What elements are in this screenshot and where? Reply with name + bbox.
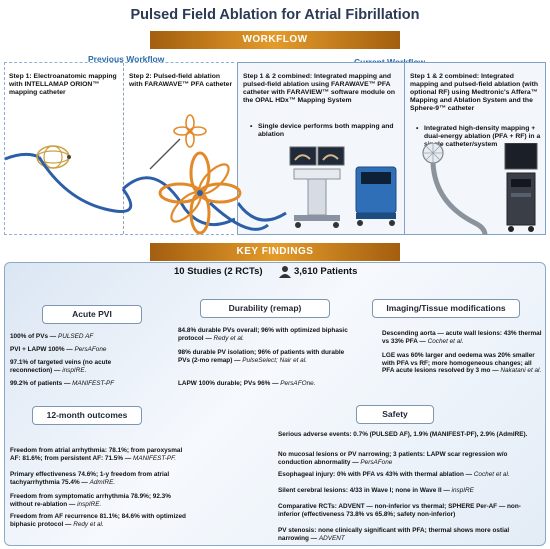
- system-divider: [404, 63, 405, 234]
- step-divider: [123, 63, 124, 234]
- acute-pvi-item-4: 99.2% of patients — MANIFEST-PF: [10, 380, 115, 387]
- current-step-affera-text: Step 1 & 2 combined: Integrated mapping …: [410, 73, 539, 112]
- acute-pvi-item-2: PVI + LAPW 100% — PersAFone: [10, 346, 107, 353]
- key-findings-banner: KEY FINDINGS: [150, 243, 400, 261]
- page-title: Pulsed Field Ablation for Atrial Fibrill…: [130, 7, 420, 23]
- patients-icon: [279, 266, 291, 278]
- affera-console-icon: [504, 143, 538, 232]
- current-step-opal-bullet: Single device performs both mapping and …: [250, 123, 400, 139]
- patients-count: 3,610 Patients: [294, 266, 358, 277]
- safety-item-2: No mucosal lesions or PV narrowing; 3 pa…: [278, 451, 508, 466]
- imaging-item-1: Descending aorta — acute wall lesions: 4…: [382, 330, 542, 345]
- current-workflow-panel: Step 1 & 2 combined: Integrated mapping …: [237, 62, 546, 235]
- opal-mapping-cart-icon: [289, 146, 345, 228]
- orion-mapping-catheter-icon: [5, 145, 133, 213]
- outcomes-item-2: Primary effectiveness 74.6%; 1-y freedom…: [10, 471, 170, 486]
- outcomes-item-4: Freedom from AF recurrence 81.1%; 84.6% …: [10, 513, 186, 528]
- durability-item-1: 84.8% durable PVs overall; 96% with opti…: [178, 327, 348, 342]
- safety-card: Safety: [356, 405, 434, 424]
- outcomes-card: 12-month outcomes: [32, 406, 142, 425]
- previous-workflow-label: Previous Workflow: [88, 54, 165, 64]
- current-step-affera-bullet: Integrated high-density mapping + dual-e…: [416, 125, 544, 149]
- previous-workflow-illustration: [5, 114, 235, 227]
- outcomes-item-3: Freedom from symptomatic arrhythmia 78.9…: [10, 493, 171, 508]
- affera-system-illustration: [422, 143, 538, 235]
- safety-item-6: PV stenosis: none clinically significant…: [278, 527, 510, 542]
- opal-system-illustration: [238, 146, 397, 228]
- imaging-item-2: LGE was 60% larger and oedema was 20% sm…: [382, 352, 542, 375]
- workflow-banner: WORKFLOW: [150, 31, 400, 49]
- current-step-opal-text: Step 1 & 2 combined: Integrated mapping …: [243, 73, 396, 104]
- imaging-card: Imaging/Tissue modifications: [372, 299, 520, 318]
- prev-step-1-text: Step 1: Electroanatomic mapping with INT…: [9, 73, 117, 96]
- safety-item-4: Silent cerebral lesions: 4/33 in Wave I;…: [278, 487, 474, 494]
- sphere-9-catheter-icon: [422, 143, 488, 235]
- durability-card: Durability (remap): [200, 299, 330, 318]
- safety-item-3: Esophageal injury: 0% with PFA vs 43% wi…: [278, 471, 510, 478]
- studies-count: 10 Studies (2 RCTs): [174, 266, 263, 277]
- previous-workflow-panel: Step 1: Electroanatomic mapping with INT…: [4, 62, 235, 235]
- acute-pvi-item-3: 97.1% of targeted veins (no acute reconn…: [10, 359, 112, 374]
- pfa-generator-icon: [355, 166, 397, 226]
- durability-item-2: 98% durable PV isolation; 96% of patient…: [178, 349, 345, 364]
- study-stats: 10 Studies (2 RCTs) 3,610 Patients: [174, 266, 374, 286]
- acute-pvi-item-1: 100% of PVs — PULSED AF: [10, 333, 94, 340]
- outcomes-item-1: Freedom from atrial arrhythmia: 78.1%; f…: [10, 447, 183, 462]
- acute-pvi-card: Acute PVI: [42, 305, 142, 324]
- prev-step-2-text: Step 2: Pulsed-field ablation with FARAW…: [129, 73, 233, 88]
- safety-item-1: Serious adverse events: 0.7% (PULSED AF)…: [278, 431, 528, 438]
- durability-item-3: LAPW 100% durable; PVs 96% — PersAFOne.: [178, 380, 316, 387]
- farawave-petal-catheter-icon: [158, 151, 269, 235]
- safety-item-5: Comparative RCTs: ADVENT — non-inferior …: [278, 503, 521, 518]
- farawave-pfa-catheter-icon: [121, 114, 235, 227]
